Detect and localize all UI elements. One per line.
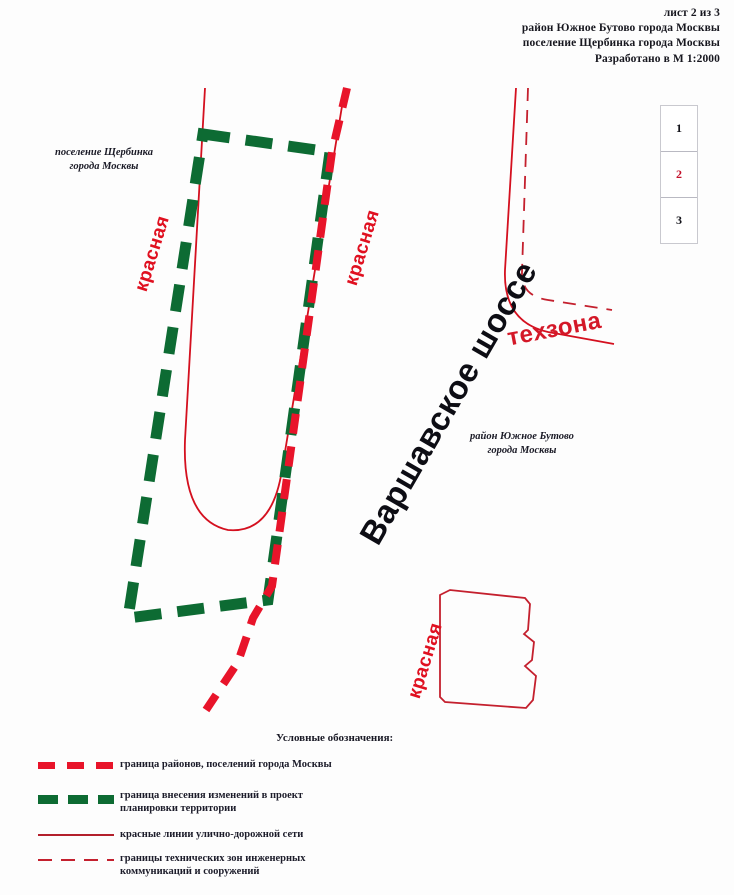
scale-line: Разработано в М 1:2000	[594, 52, 720, 65]
district-line: район Южное Бутово города Москвы	[521, 22, 720, 35]
legend-label-district-boundary: граница районов, поселений города Москвы	[120, 759, 332, 770]
map-label-settlement-line2: города Москвы	[69, 161, 139, 173]
red-line-techzone-outer	[504, 87, 615, 345]
legend-label-project-boundary-line2: планировки территории	[120, 803, 237, 814]
sheet-index-selector[interactable]: 1 2 3	[660, 105, 698, 244]
red-line-bottom-polygon	[439, 589, 537, 709]
thick-dashed-green-line-icon	[38, 795, 114, 804]
red-line-street-loop	[183, 87, 346, 532]
legend-title: Условные обозначения:	[276, 732, 394, 744]
sheet-number-line: лист 2 из 3	[663, 7, 720, 19]
red-district-boundary	[202, 87, 351, 713]
legend-label-tech-zones-line1: границы технических зон инженерных	[120, 853, 306, 864]
map-label-district: район Южное Бутово города Москвы	[470, 430, 574, 458]
map-label-district-line2: города Москвы	[487, 445, 557, 457]
legend: Условные обозначения: граница районов, п…	[0, 726, 734, 895]
legend-label-street-red-lines: красные линии улично-дорожной сети	[120, 829, 304, 840]
settlement-line: поселение Щербинка города Москвы	[522, 37, 720, 50]
sheet-index-cell-2[interactable]: 2	[661, 152, 697, 198]
thin-dashed-red-line-icon	[38, 859, 114, 861]
sheet-index-cell-3[interactable]: 3	[661, 198, 697, 243]
map-label-settlement: поселение Щербинка города Москвы	[55, 146, 153, 174]
map-drawing	[121, 87, 615, 713]
legend-label-tech-zones-line2: коммуникаций и сооружений	[120, 866, 260, 877]
map-label-settlement-line1: поселение Щербинка	[55, 147, 153, 158]
thin-solid-red-line-icon	[38, 834, 114, 836]
sheet-index-cell-1[interactable]: 1	[661, 106, 697, 152]
techzone-dashed-boundary	[521, 87, 613, 311]
page-header: лист 2 из 3 район Южное Бутово города Мо…	[522, 6, 720, 67]
thick-dashed-red-line-icon	[38, 762, 114, 769]
green-project-boundary	[121, 127, 337, 625]
legend-label-project-boundary-line1: граница внесения изменений в проект	[120, 790, 303, 801]
map-label-district-line1: район Южное Бутово	[470, 431, 574, 442]
